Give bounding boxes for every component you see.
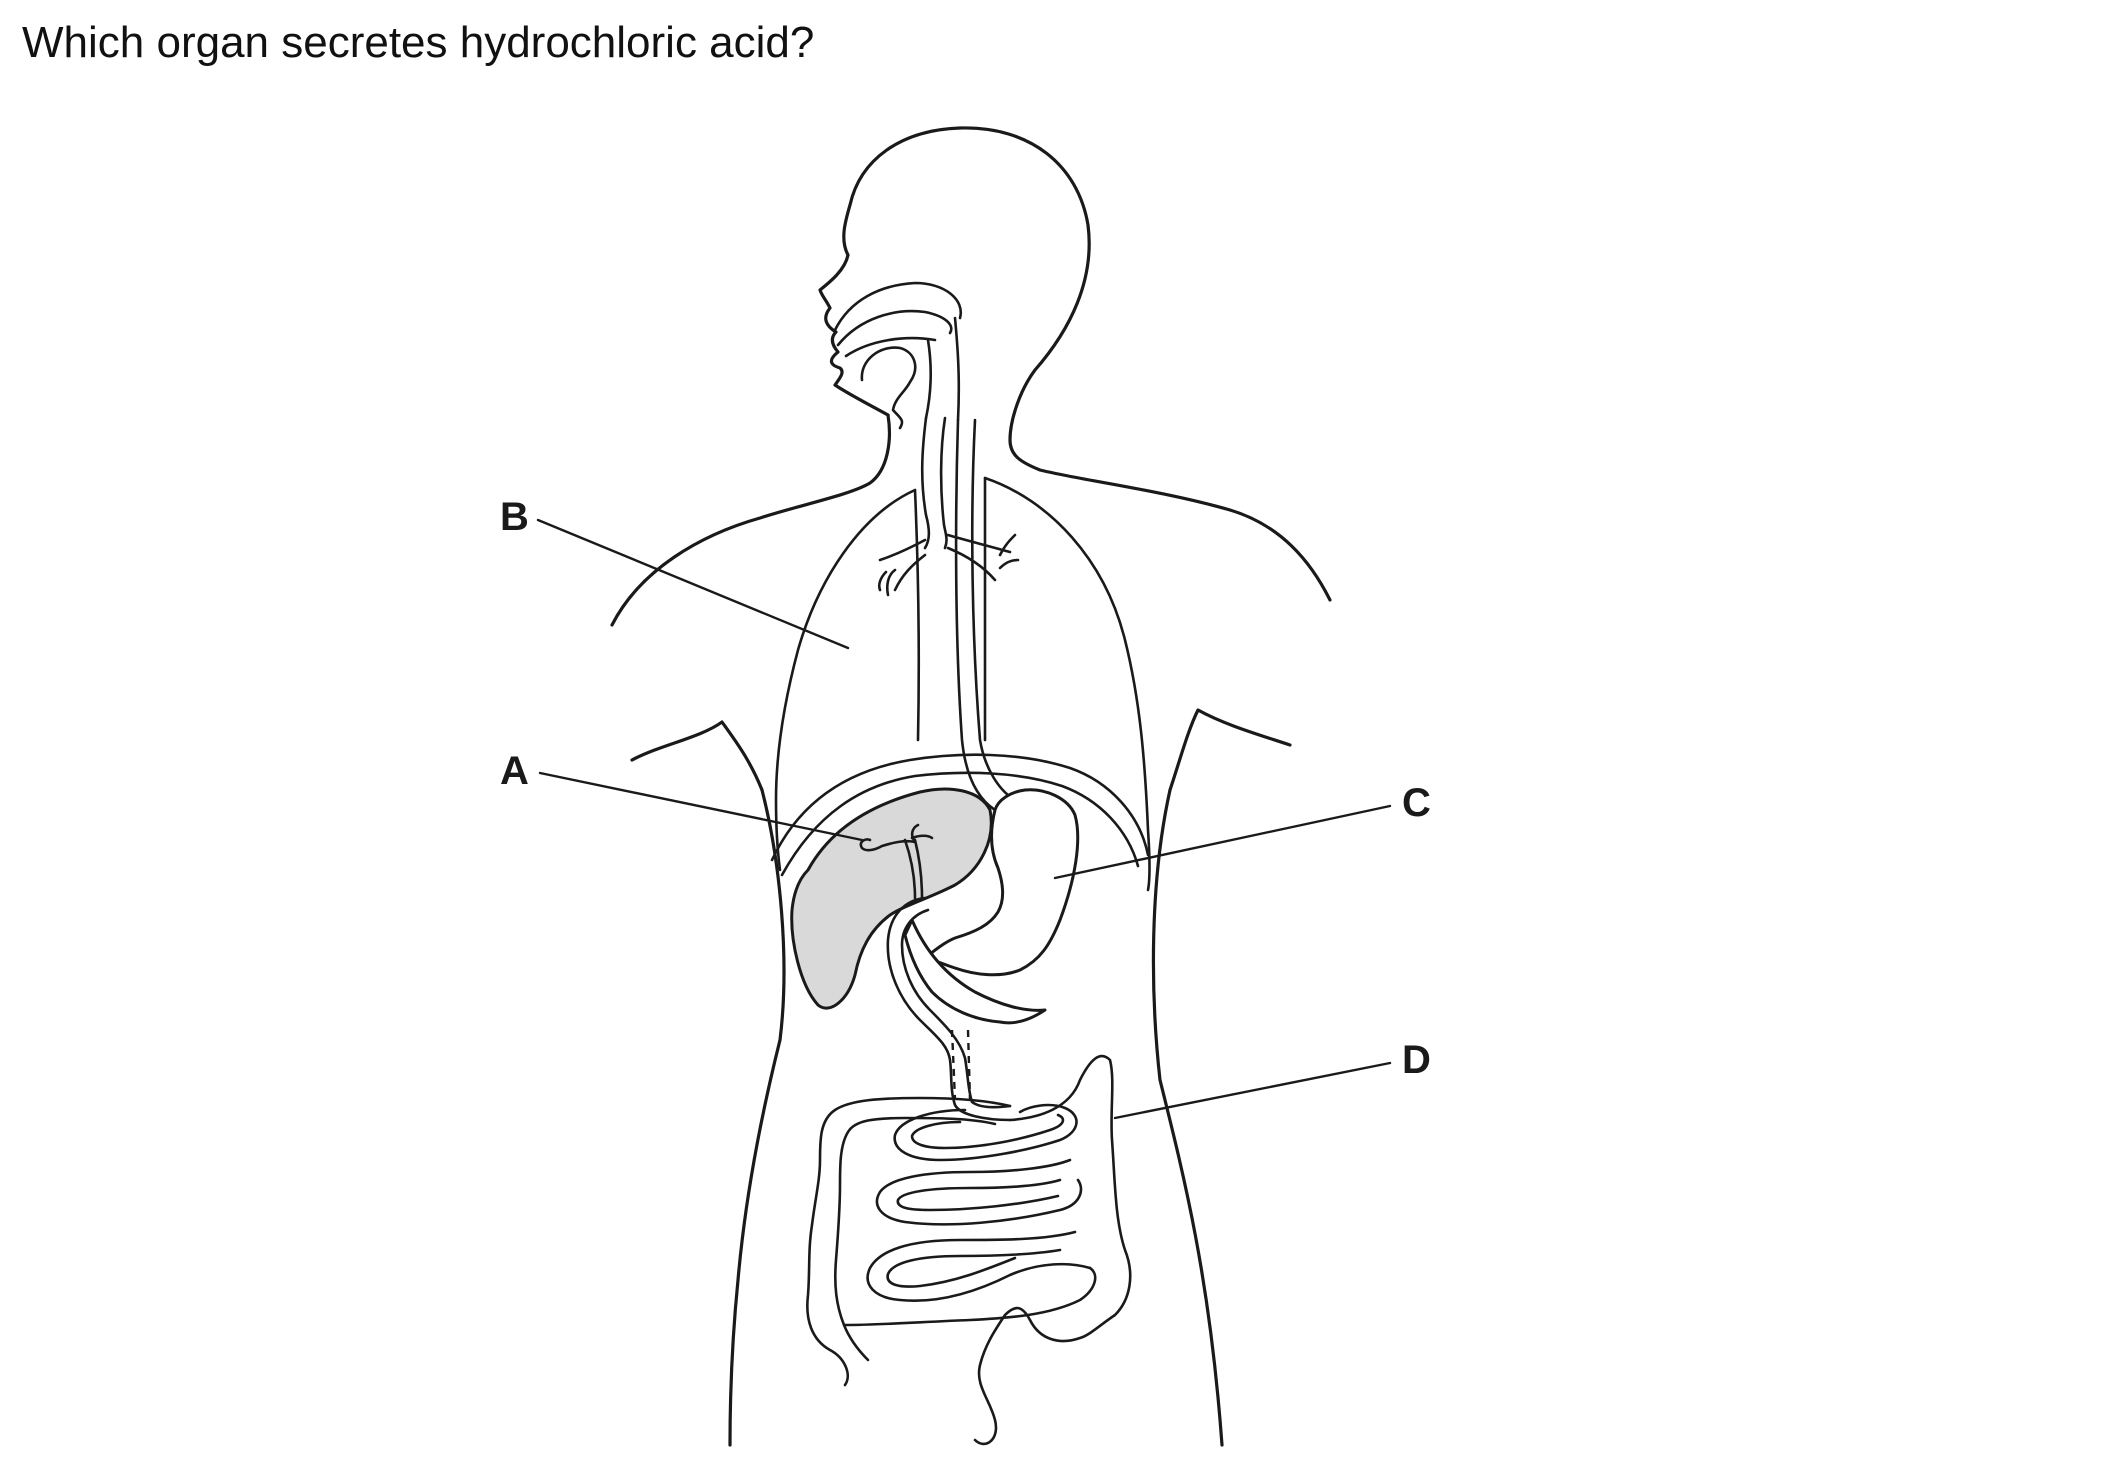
left-lung-inner: [913, 488, 921, 742]
leader-lines: [536, 518, 1392, 1120]
small-intestine-coil-1: [893, 1103, 1078, 1162]
small-intestine-coil-3: [866, 1230, 1092, 1302]
duodenum: [886, 838, 1012, 1122]
head-outline: [818, 126, 1332, 602]
palate-upper: [836, 309, 953, 347]
diaphragm: [770, 753, 1150, 877]
small-intestine-coil-3-inner: [886, 1248, 1062, 1288]
stomach: [923, 788, 1080, 977]
bronchus-right-upper: [946, 533, 1012, 554]
oral-nasal-cavity: [833, 281, 963, 430]
pancreas: [903, 918, 1047, 1025]
duodenum-hidden: [950, 1029, 972, 1101]
small-intestine-coil-2-inner: [896, 1178, 1062, 1212]
duodenum-inner: [900, 908, 1012, 1109]
small-intestine-coil-1-inner: [910, 1113, 1065, 1150]
label-a: A: [500, 749, 529, 793]
oesophagus-left-wall: [954, 418, 997, 812]
leader-line-b: [536, 518, 850, 650]
right-arm-stub: [1168, 708, 1292, 792]
small-intestine: [843, 1103, 1097, 1327]
question-text: Which organ secretes hydrochloric acid?: [22, 18, 815, 67]
label-d: D: [1402, 1038, 1431, 1082]
diaphragm-upper: [770, 753, 1150, 862]
bronchus-left-lower: [893, 553, 927, 592]
tongue: [860, 346, 917, 430]
bronchus-left-branch: [877, 568, 897, 597]
duodenum-outer: [886, 896, 1012, 1122]
pharynx-back: [953, 316, 961, 422]
bronchus-left-upper: [878, 538, 927, 562]
palate-lower: [844, 336, 937, 358]
neck-left-shoulder: [610, 413, 892, 627]
body-outline: [610, 126, 1332, 1447]
nasal-cavity: [833, 281, 963, 332]
pharynx-inner: [924, 338, 933, 420]
diaphragm-lower: [780, 771, 1140, 877]
bile-duct: [903, 838, 924, 900]
left-arm-stub: [630, 720, 764, 792]
left-lung: [774, 488, 917, 872]
trachea-right-wall: [939, 416, 948, 550]
oesophagus-right-wall: [970, 418, 1014, 800]
label-c: C: [1402, 781, 1431, 825]
small-intestine-coil-2: [875, 1158, 1083, 1226]
oesophagus: [954, 418, 1014, 812]
bronchus-right-branch: [998, 533, 1020, 570]
leader-line-d: [1113, 1061, 1392, 1120]
leader-line-a: [538, 771, 864, 842]
left-torso-side: [728, 788, 786, 1447]
colon-ascending: [806, 1096, 1012, 1387]
right-torso-side: [1151, 788, 1224, 1447]
trachea-left-wall: [920, 416, 931, 550]
colon-outer: [973, 1054, 1132, 1446]
trachea-bronchi: [877, 416, 1020, 597]
small-intestine-end: [843, 1266, 1097, 1327]
leader-line-c: [1053, 804, 1392, 880]
lungs: [774, 476, 1151, 892]
gall-bladder: [859, 823, 934, 852]
right-lung: [983, 476, 1151, 892]
label-b: B: [500, 495, 529, 539]
